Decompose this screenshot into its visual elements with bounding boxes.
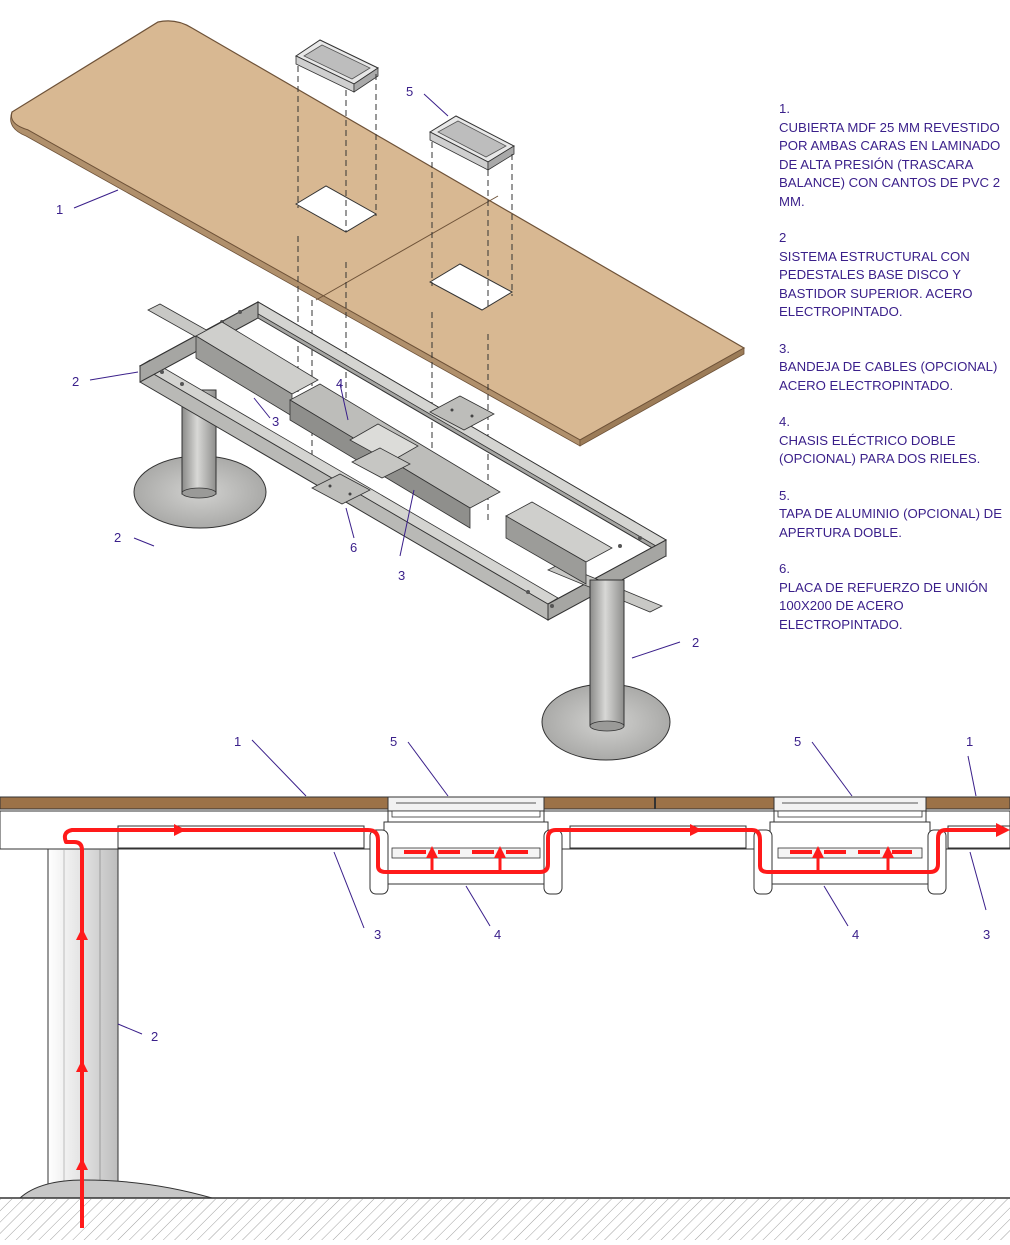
section-chassis-right xyxy=(753,821,947,895)
section-column xyxy=(18,848,213,1199)
legend-text: CHASIS ELÉCTRICO DOBLE (OPCIONAL) PARA D… xyxy=(779,432,981,467)
section-view: 1 5 5 1 3 4 4 3 2 xyxy=(0,734,1010,1240)
legend-number: 2 xyxy=(779,230,787,245)
section-chassis-left xyxy=(369,821,563,895)
callout-iso-tray-right: 3 xyxy=(398,568,405,583)
callout-iso-structure: 2 xyxy=(114,530,121,545)
section-tabletop xyxy=(0,796,1010,810)
callout-sec-cover-left: 5 xyxy=(390,734,397,749)
tabletop-panel xyxy=(10,20,746,447)
callout-iso-plate: 6 xyxy=(350,540,357,555)
legend-item-5: 5. TAPA DE ALUMINIO (OPCIONAL) DE APERTU… xyxy=(779,487,1007,543)
section-floor xyxy=(0,1197,1010,1240)
callout-iso-tabletop: 1 xyxy=(56,202,63,217)
legend-item-2: 2 SISTEMA ESTRUCTURAL CON PEDESTALES BAS… xyxy=(779,229,1007,322)
legend-text: SISTEMA ESTRUCTURAL CON PEDESTALES BASE … xyxy=(779,248,973,320)
callout-sec-chassis-left: 4 xyxy=(494,927,501,942)
legend-item-1: 1. CUBIERTA MDF 25 MM REVESTIDO POR AMBA… xyxy=(779,100,1007,211)
parts-legend: 1. CUBIERTA MDF 25 MM REVESTIDO POR AMBA… xyxy=(779,100,1007,652)
union-plate-right xyxy=(429,395,495,431)
legend-text: BANDEJA DE CABLES (OPCIONAL) ACERO ELECT… xyxy=(779,359,998,393)
callout-sec-chassis-right: 4 xyxy=(852,927,859,942)
legend-item-3: 3. BANDEJA DE CABLES (OPCIONAL) ACERO EL… xyxy=(779,340,1007,396)
isometric-view: 1 5 2 3 4 2 6 3 2 xyxy=(10,20,746,761)
callout-iso-tray-left: 3 xyxy=(272,414,279,429)
cable-arrows xyxy=(76,823,1010,1170)
section-leader-lines xyxy=(117,739,987,1035)
union-plate-left xyxy=(311,473,371,505)
callout-sec-tabletop-right: 1 xyxy=(966,734,973,749)
union-plate-center xyxy=(351,447,411,479)
cover-box-upper xyxy=(294,39,380,93)
callout-sec-cover-right: 5 xyxy=(794,734,801,749)
legend-number: 6. xyxy=(779,561,790,576)
legend-item-6: 6. PLACA DE REFUERZO DE UNIÓN 100X200 DE… xyxy=(779,560,1007,634)
callout-iso-cover: 5 xyxy=(406,84,413,99)
callout-iso-chassis: 4 xyxy=(336,376,343,391)
callout-sec-tray-left: 3 xyxy=(374,927,381,942)
callout-sec-column: 2 xyxy=(151,1029,158,1044)
legend-text: PLACA DE REFUERZO DE UNIÓN 100X200 DE AC… xyxy=(779,579,988,632)
cover-box-lower xyxy=(428,115,516,171)
legend-number: 5. xyxy=(779,487,790,503)
section-cover-left xyxy=(387,796,545,818)
legend-number: 4. xyxy=(779,414,790,429)
callout-sec-tray-right: 3 xyxy=(983,927,990,942)
cable-tray-right xyxy=(505,501,613,585)
legend-text: CUBIERTA MDF 25 MM REVESTIDO POR AMBAS C… xyxy=(779,119,1001,209)
legend-number: 1. xyxy=(779,101,790,116)
legend-item-4: 4. CHASIS ELÉCTRICO DOBLE (OPCIONAL) PAR… xyxy=(779,413,1007,469)
pedestal-right xyxy=(541,579,671,761)
iso-leader-lines xyxy=(73,93,681,659)
legend-text: TAPA DE ALUMINIO (OPCIONAL) DE APERTURA … xyxy=(779,506,1003,540)
legend-number: 3. xyxy=(779,340,790,356)
callout-iso-frame: 2 xyxy=(72,374,79,389)
section-cover-right xyxy=(773,796,927,818)
callout-iso-pedestal: 2 xyxy=(692,635,699,650)
cable-route xyxy=(62,828,1000,1228)
callout-sec-tabletop-left: 1 xyxy=(234,734,241,749)
